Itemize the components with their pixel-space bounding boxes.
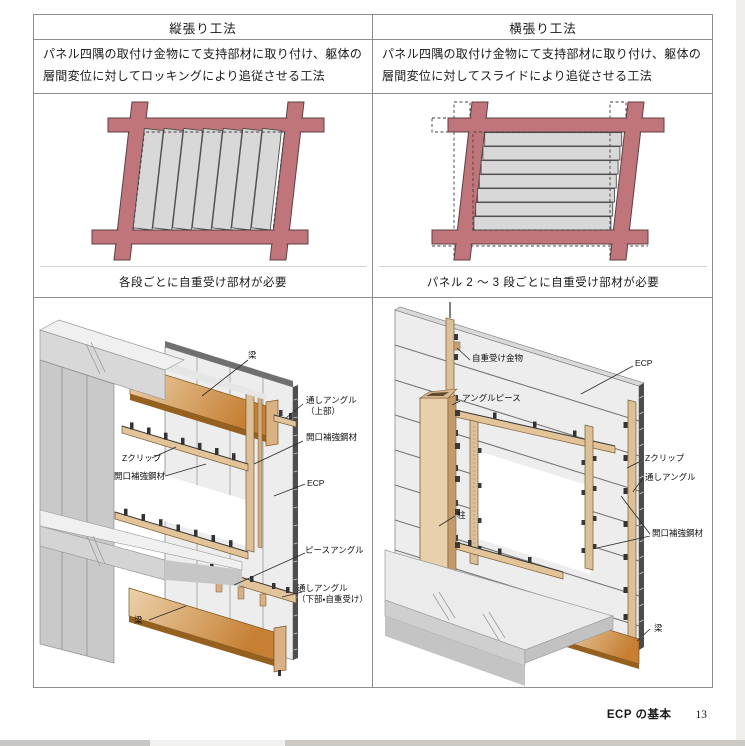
z-clips-upper	[130, 422, 236, 461]
opening-side-posts	[469, 419, 597, 571]
label-ecp: ECP	[635, 358, 653, 368]
angle-piece-bracket	[453, 341, 461, 351]
label-beam: 梁	[654, 623, 663, 633]
z-clips-lower	[124, 508, 233, 548]
label-beam-top: 梁	[248, 350, 257, 360]
header-horizontal-method-label: 横張り工法	[509, 21, 577, 36]
header-horizontal-method: 横張り工法	[373, 15, 713, 40]
footer-section-title: ECP の基本	[606, 709, 672, 721]
label-angle-piece: アングルピース	[462, 393, 521, 403]
description-horizontal-method: パネル四隅の取付け金物にて支持部材に取り付け、躯体の層間変位に対してスライドによ…	[373, 40, 713, 94]
column	[419, 388, 460, 611]
leader-lines	[148, 359, 306, 621]
label-column: 柱	[457, 510, 466, 520]
label-through-angle-lower: 通しアングル （下部・自重受け）	[297, 583, 368, 605]
rocking-panels	[132, 127, 282, 231]
label-ecp: ECP	[307, 478, 325, 488]
caption-separator	[379, 266, 707, 267]
next-page-edge	[0, 740, 150, 746]
header-vertical-method: 縦張り工法	[34, 15, 373, 40]
page-right-edge	[736, 0, 745, 740]
sliding-diagram	[431, 101, 665, 261]
diagram-rocking-cell: 各段ごとに自重受け部材が必要	[34, 94, 373, 298]
label-beam-bottom: 梁	[134, 615, 143, 625]
label-self-weight-hardware: 自重受け金物	[472, 353, 524, 363]
floor-slab	[384, 549, 615, 686]
bottom-beam	[128, 587, 287, 676]
illustration-horizontal-method: 自重受け金物 アングルピース ECP Zクリップ 通しアングル 柱 開口補強鋼材…	[373, 298, 713, 687]
window-opening	[475, 450, 590, 574]
next-page-edge	[285, 740, 745, 746]
opening-reinforcement-upper	[121, 422, 249, 472]
label-z-clip: Zクリップ	[122, 453, 162, 463]
footer-page-number: 13	[695, 709, 708, 721]
construction-method-table: 縦張り工法 横張り工法 パネル四隅の取付け金物にて支持部材に取り付け、躯体の層間…	[33, 14, 713, 688]
caption-separator	[40, 266, 366, 267]
through-angle-upper	[273, 410, 297, 428]
diagram-caption-horizontal: パネル 2 ～ 3 段ごとに自重受け部材が必要	[426, 277, 660, 289]
header-vertical-method-label: 縦張り工法	[169, 21, 237, 36]
sliding-panels	[473, 132, 623, 231]
label-opening-reinforcement: 開口補強鋼材	[652, 528, 704, 538]
through-angle-vertical	[623, 399, 637, 643]
mid-slab	[39, 509, 243, 586]
page-footer: ECP の基本 13	[607, 706, 707, 722]
description-vertical-method: パネル四隅の取付け金物にて支持部材に取り付け、躯体の層間変位に対してロッキングに…	[34, 40, 373, 94]
vertical-detail-drawing	[39, 319, 306, 676]
label-z-clip: Zクリップ	[645, 453, 685, 463]
label-opening-reinforcement-right: 開口補強鋼材	[306, 432, 358, 442]
leader-lines	[438, 347, 651, 642]
horizontal-detail-drawing	[384, 302, 651, 686]
label-through-angle: 通しアングル	[645, 472, 696, 482]
opening-reinforcement-lower	[114, 508, 249, 560]
label-opening-reinforcement-left: 開口補強鋼材	[114, 471, 166, 481]
original-position-dashed	[132, 131, 286, 231]
label-piece-angle: ピースアングル	[305, 545, 364, 555]
rocking-diagram	[91, 101, 325, 261]
opening-reinforcement-vertical	[245, 389, 263, 553]
next-page-edge	[150, 740, 285, 746]
illustration-vertical-method: 梁 通しアングル （上部） 開口補強鋼材 Zクリップ 開口補強鋼材 ECP ピー…	[34, 298, 373, 687]
left-wall	[39, 359, 115, 664]
diagram-caption-vertical: 各段ごとに自重受け部材が必要	[119, 277, 287, 289]
window-opening	[118, 461, 246, 546]
upper-slab	[39, 319, 266, 401]
label-through-angle-upper: 通しアングル （上部）	[306, 395, 357, 417]
frame-joint-fills	[93, 103, 323, 259]
diagram-sliding-cell: パネル 2 ～ 3 段ごとに自重受け部材が必要	[373, 94, 713, 298]
frame-joint-fills	[433, 103, 663, 259]
